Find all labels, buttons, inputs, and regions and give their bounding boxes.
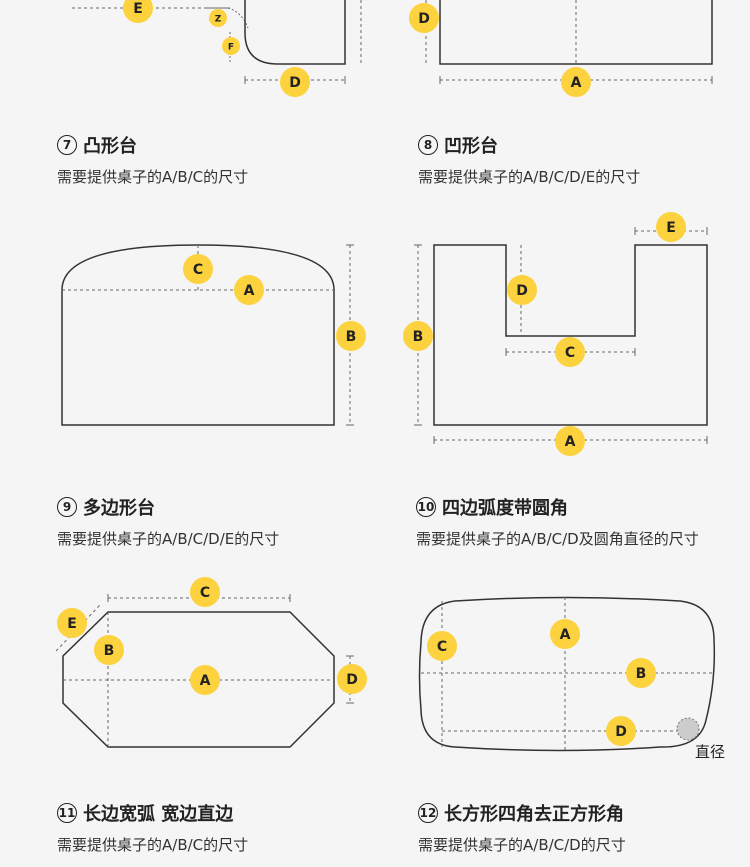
- svg-text:C: C: [565, 345, 575, 361]
- section-number: 10: [416, 497, 436, 517]
- svg-text:A: A: [244, 283, 255, 299]
- svg-text:B: B: [413, 329, 424, 345]
- marker-a: A: [234, 275, 264, 305]
- svg-text:A: A: [565, 434, 576, 450]
- svg-text:C: C: [200, 585, 210, 601]
- marker-d: D: [507, 275, 537, 305]
- marker-a: A: [550, 619, 580, 649]
- svg-text:B: B: [346, 329, 357, 345]
- svg-text:B: B: [636, 666, 647, 682]
- marker-e: E: [656, 212, 686, 242]
- marker-f: F: [222, 37, 240, 55]
- svg-text:D: D: [418, 11, 430, 27]
- svg-text:A: A: [571, 75, 582, 91]
- section-10-desc: 需要提供桌子的A/B/C/D及圆角直径的尺寸: [416, 530, 699, 548]
- section-title-text: 凹形台: [444, 136, 498, 157]
- marker-b: B: [94, 635, 124, 665]
- section-11-desc: 需要提供桌子的A/B/C的尺寸: [57, 836, 249, 854]
- svg-text:B: B: [104, 643, 115, 659]
- svg-text:A: A: [560, 627, 571, 643]
- svg-text:Z: Z: [215, 15, 222, 25]
- marker-e: E: [57, 608, 87, 638]
- section-11-title: 11 长边宽弧 宽边直边: [57, 800, 233, 826]
- marker-b: B: [626, 658, 656, 688]
- svg-text:D: D: [516, 283, 528, 299]
- svg-text:D: D: [346, 672, 358, 688]
- svg-text:F: F: [228, 43, 234, 53]
- svg-text:E: E: [133, 1, 143, 17]
- section-title-text: 四边弧度带圆角: [442, 498, 568, 519]
- marker-b: B: [336, 321, 366, 351]
- section-title-text: 多边形台: [83, 498, 155, 519]
- svg-text:A: A: [200, 673, 211, 689]
- shape-outline: [62, 611, 335, 748]
- marker-z: Z: [209, 9, 227, 27]
- diagram-curved-rect: 直径 A C B D: [418, 596, 725, 761]
- marker-a: A: [561, 67, 591, 97]
- marker-c: C: [427, 631, 457, 661]
- svg-text:D: D: [615, 724, 627, 740]
- diagram-top-left: E Z F D: [72, 0, 362, 97]
- marker-d: D: [337, 664, 367, 694]
- section-title-text: 凸形台: [83, 136, 137, 157]
- marker-d: D: [606, 716, 636, 746]
- svg-text:C: C: [437, 639, 447, 655]
- marker-d: D: [280, 67, 310, 97]
- section-number: 11: [57, 803, 77, 823]
- shape-outline: [418, 596, 716, 752]
- section-number: 12: [418, 803, 438, 823]
- marker-a: A: [190, 665, 220, 695]
- section-number: 8: [418, 135, 438, 155]
- section-number: 9: [57, 497, 77, 517]
- svg-text:D: D: [289, 75, 301, 91]
- section-9-desc: 需要提供桌子的A/B/C/D/E的尺寸: [57, 530, 280, 548]
- section-7-desc: 需要提供桌子的A/B/C的尺寸: [57, 168, 249, 186]
- section-9-title: 9 多边形台: [57, 494, 155, 520]
- marker-c: C: [190, 577, 220, 607]
- shape-outline: [244, 0, 346, 65]
- section-number: 7: [57, 135, 77, 155]
- section-7-title: 7 凸形台: [57, 132, 137, 158]
- section-8-desc: 需要提供桌子的A/B/C/D/E的尺寸: [418, 168, 641, 186]
- section-12-desc: 需要提供桌子的A/B/C/D的尺寸: [418, 836, 626, 854]
- shape-outline: [433, 244, 708, 426]
- diagram-arched-rect: C A B: [61, 244, 366, 426]
- diagram-polygon: C E B A D: [55, 577, 367, 748]
- diagram-u-shape: E D B C A: [403, 212, 708, 456]
- section-title-text: 长方形四角去正方形角: [444, 804, 624, 825]
- diagram-top-right: D A: [409, 0, 713, 97]
- marker-c: C: [555, 337, 585, 367]
- section-12-title: 12 长方形四角去正方形角: [418, 800, 624, 826]
- svg-text:E: E: [67, 616, 77, 632]
- marker-b: B: [403, 321, 433, 351]
- section-8-title: 8 凹形台: [418, 132, 498, 158]
- svg-text:E: E: [666, 220, 676, 236]
- marker-d: D: [409, 3, 439, 33]
- marker-c: C: [183, 254, 213, 284]
- shape-outline: [439, 0, 713, 65]
- diameter-label: 直径: [695, 743, 725, 761]
- corner-diameter-circle: [676, 717, 700, 741]
- marker-e: E: [123, 0, 153, 23]
- section-10-title: 10 四边弧度带圆角: [416, 494, 568, 520]
- svg-text:C: C: [193, 262, 203, 278]
- marker-a: A: [555, 426, 585, 456]
- section-title-text: 长边宽弧 宽边直边: [83, 804, 234, 825]
